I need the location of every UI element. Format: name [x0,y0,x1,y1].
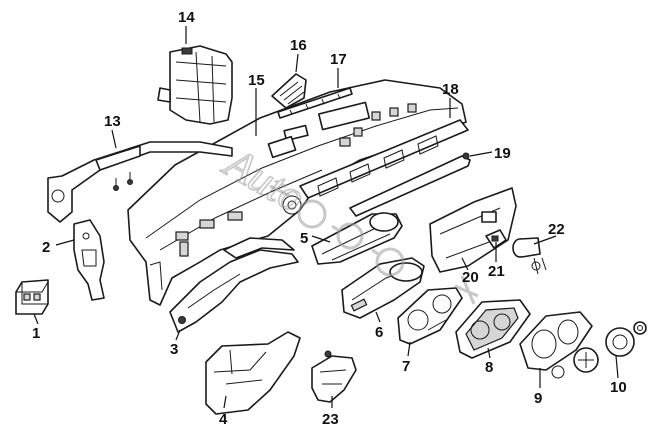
callout-23: 23 [322,411,339,428]
callout-13: 13 [104,113,121,130]
callout-16: 16 [290,37,307,54]
part-15-dashboard-panel [127,79,467,306]
callout-9: 9 [534,390,542,407]
part-20-glove-box [429,187,517,273]
part-10-gauges [573,321,647,373]
callout-19: 19 [494,145,511,162]
part-3-lower-trim [169,237,299,333]
callout-8: 8 [485,359,493,376]
part-5-column-cover [311,212,403,265]
callout-18: 18 [442,81,459,98]
callout-labels: 1 2 3 4 5 6 7 8 9 10 13 14 15 16 17 18 1… [32,9,627,428]
leader-lines [33,26,619,409]
part-23-lower-panel [311,350,357,403]
part-14-bracket-box [157,45,233,125]
callout-2: 2 [42,239,50,256]
part-19-trim-rail [349,152,471,217]
callout-17: 17 [330,51,347,68]
callout-4: 4 [219,411,228,428]
callout-6: 6 [375,324,383,341]
callout-3: 3 [170,341,178,358]
callout-10: 10 [610,379,627,396]
part-13-support-beam [47,141,233,223]
callout-21: 21 [488,263,505,280]
part-8-instrument-cluster [455,299,531,359]
part-4-lower-cover [205,331,301,415]
callout-1: 1 [32,325,40,342]
callout-5: 5 [300,230,308,247]
part-22-lock-cylinder [512,237,547,275]
part-18-vent-panel [299,119,469,199]
part-2-bracket [73,219,105,301]
callout-20: 20 [462,269,479,286]
callout-22: 22 [548,221,565,238]
part-9-cluster-housing [519,311,593,379]
callout-15: 15 [248,72,265,89]
part-21-latch [485,229,507,249]
part-1-switch [15,279,49,315]
callout-14: 14 [178,9,195,26]
part-17-defroster-strip [277,87,353,119]
part-7-cluster-lens [397,287,463,345]
part-6-instrument-hood [341,257,425,319]
part-16-side-vent [271,73,307,109]
callout-7: 7 [402,358,410,375]
